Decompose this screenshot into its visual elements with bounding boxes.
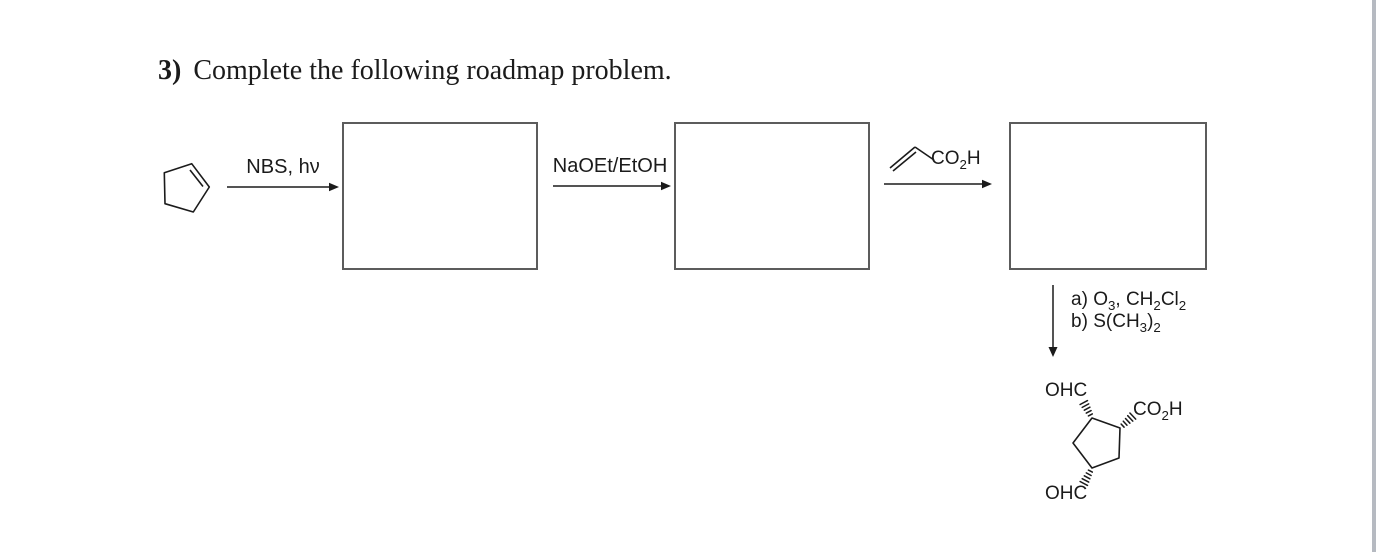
hashed-bond-top-ohc <box>1079 399 1094 417</box>
product-label-ohc-top: OHC <box>1045 380 1088 401</box>
window-edge-strip <box>1372 0 1376 552</box>
condition-line-a: a) O3, CH2Cl2 <box>1071 289 1187 313</box>
acrylic-acid-structure <box>889 146 935 172</box>
reaction-arrow-step1 <box>227 182 339 192</box>
problem-number: 3) <box>158 55 182 86</box>
answer-box-1[interactable] <box>342 122 538 270</box>
cyclopentene-double-bond <box>189 169 204 187</box>
condition-line-b: b) S(CH3)2 <box>1071 311 1161 335</box>
answer-box-2[interactable] <box>674 122 870 270</box>
arrow-head <box>661 181 671 191</box>
arrow-head <box>982 179 992 189</box>
reaction-arrow-step4-down <box>1048 285 1058 357</box>
reaction-arrow-step2 <box>553 181 671 191</box>
cyclopentane-ring <box>1072 417 1121 469</box>
reagent-conditions-step4: a) O3, CH2Cl2 b) S(CH3)2 <box>1071 289 1187 335</box>
hashed-bond-bottom-ohc <box>1079 469 1094 487</box>
arrow-head <box>1048 347 1058 357</box>
product-label-co2h: CO2H <box>1133 399 1183 423</box>
product-label-ohc-bottom: OHC <box>1045 483 1088 504</box>
arrow-head <box>329 182 339 192</box>
reagent-label-step2: NaOEt/EtOH <box>552 155 668 177</box>
reagent-label-step3: CO2H <box>931 148 981 172</box>
product-structure <box>1072 399 1137 487</box>
problem-title-text: Complete the following roadmap problem. <box>193 55 672 86</box>
hashed-bond-co2h <box>1120 412 1137 428</box>
answer-box-3[interactable] <box>1009 122 1207 270</box>
reagent-label-step1: NBS, hν <box>246 156 320 178</box>
cyclopentene-ring <box>163 162 211 213</box>
problem-title: 3) Complete the following roadmap problem… <box>158 55 672 87</box>
vinyl-double-bond-inner <box>892 151 917 172</box>
reaction-arrow-step3 <box>884 179 992 189</box>
vinyl-double-bond-outer <box>889 146 916 169</box>
cyclopentene-structure <box>163 162 211 213</box>
c-c-bond <box>914 146 935 161</box>
